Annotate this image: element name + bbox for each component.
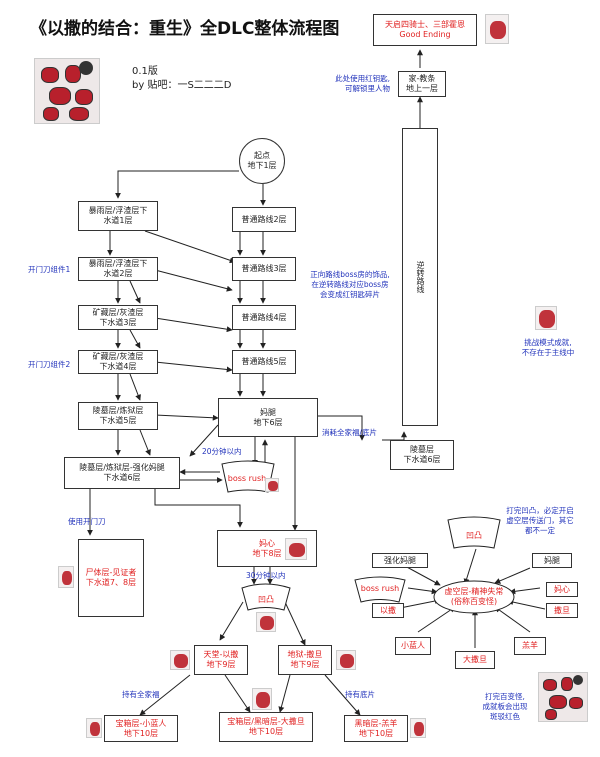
heart-icon — [285, 538, 307, 560]
node-chest-blue[interactable]: 宝箱层-小蓝人 地下10层 — [104, 715, 178, 742]
node-chest-dark[interactable]: 宝箱层/黑暗层-大撒旦 地下10层 — [219, 712, 313, 742]
node-start[interactable]: 起点 地下1层 — [239, 138, 285, 184]
label-void: 虚空层-精神失常 (俗称百变怪) — [444, 587, 504, 606]
node-normal-3[interactable]: 普通路线3层 — [232, 257, 296, 281]
node-mausoleum-6[interactable]: 陵墓层/炼狱层-强化妈腿 下水道6层 — [64, 457, 180, 489]
seal-icon-hell — [336, 650, 356, 670]
node-mines-4[interactable]: 矿藏层/灰渣层 下水道4层 — [78, 350, 158, 374]
note-bump-void: 打完凹凸，必定开启 虚空层传送门，其它 都不一定 — [506, 506, 574, 535]
note-20min: 20分钟以内 — [202, 447, 242, 456]
note-photo: 持有底片 — [345, 690, 375, 699]
node-blue-baby[interactable]: 小蓝人 — [395, 637, 431, 655]
node-mom-heart-small[interactable]: 妈心 — [546, 582, 578, 597]
boss-rush-right-fan — [354, 576, 406, 603]
node-downpour-2[interactable]: 暴雨层/浮渣层下 水道2层 — [78, 257, 158, 281]
node-dark-lamb[interactable]: 黑暗层-羔羊 地下10层 — [344, 715, 408, 742]
page-title: 《以撒的结合：重生》全DLC整体流程图 — [30, 19, 340, 39]
node-mom-6[interactable]: 妈腿 地下6层 — [218, 398, 318, 437]
seal-icon-chest-blue — [86, 718, 102, 738]
label-bump-right: 凹凸 — [466, 531, 482, 540]
node-downpour-1[interactable]: 暴雨层/浮渣层下 水道1层 — [78, 201, 158, 231]
seal-icon-challenge — [535, 306, 557, 330]
edge-start-left — [115, 170, 239, 199]
node-mines-3[interactable]: 矿藏层/灰渣层 下水道3层 — [78, 305, 158, 330]
node-home-attic[interactable]: 家-教条 地上一层 — [398, 71, 446, 97]
node-lamb[interactable]: 羔羊 — [514, 637, 546, 655]
note-family: 持有全家福 — [122, 690, 160, 699]
note-knife-2: 开门刀组件2 — [28, 360, 71, 369]
node-normal-2[interactable]: 普通路线2层 — [232, 207, 296, 232]
boss-rush-left-fan — [221, 460, 275, 493]
note-delirium: 打完百变怪, 成就板会出现 斑驳红色 — [482, 692, 528, 721]
void-ellipse — [433, 580, 515, 614]
node-normal-4[interactable]: 普通路线4层 — [232, 305, 296, 330]
note-red-key: 此处使用红钥匙, 可解锁里人物 — [335, 74, 390, 93]
node-corpse[interactable]: 尸体层-见证者 下水道7、8层 — [78, 539, 144, 617]
bump-center-fan — [241, 583, 291, 611]
node-heaven[interactable]: 天堂-以撒 地下9层 — [194, 645, 248, 675]
node-normal-5[interactable]: 普通路线5层 — [232, 350, 296, 374]
node-mega-satan[interactable]: 大撒旦 — [455, 651, 495, 669]
seal-icon-good-ending — [485, 14, 509, 44]
node-mausoleum-5[interactable]: 陵墓层/炼狱层 下水道5层 — [78, 402, 158, 430]
key-icon — [79, 61, 93, 75]
note-knife-1: 开门刀组件1 — [28, 265, 71, 274]
node-mom-heart[interactable]: 妈心 地下8层 — [217, 530, 317, 567]
version-label: 0.1版 — [132, 66, 158, 77]
seal-icon-chest-dark — [252, 688, 272, 710]
node-reverse-route[interactable]: 逆转路线 — [402, 128, 438, 426]
seal-icon-dark-lamb — [410, 718, 426, 738]
key-icon — [573, 675, 583, 685]
note-30min: 30分钟以内 — [246, 571, 286, 580]
note-consume-family: 消耗全家福/底片 — [322, 428, 378, 437]
node-satan[interactable]: 撒旦 — [546, 603, 578, 618]
bump-icon — [256, 612, 276, 632]
node-good-ending[interactable]: 天启四骑士、三部霍恩 Good Ending — [373, 14, 477, 46]
node-strong-mom-leg[interactable]: 强化妈腿 — [372, 553, 428, 568]
label-bump-center: 凹凸 — [258, 595, 274, 604]
note-boss-items: 正向路线boss房的饰品, 在逆转路线对应boss房 会变成红钥匙碎片 — [310, 270, 390, 299]
node-mom-leg[interactable]: 妈腿 — [532, 553, 572, 568]
seal-icon-heaven — [170, 650, 190, 670]
author-label: by 贴吧：一S二二二D — [132, 80, 232, 91]
seal-icon-corpse — [58, 566, 74, 588]
node-mausoleum-reverse[interactable]: 陵墓层 下水道6层 — [390, 440, 454, 470]
label-boss-rush-right: boss rush — [360, 584, 400, 593]
node-hell[interactable]: 地狱-撒旦 地下9层 — [278, 645, 332, 675]
node-isaac[interactable]: 以撒 — [372, 603, 404, 618]
chest-map-icon-small — [538, 672, 588, 722]
note-use-knife: 使用开门刀 — [68, 517, 106, 526]
chest-map-icon — [34, 58, 100, 124]
star-icon-boss-rush — [265, 478, 279, 492]
bump-right-fan — [447, 516, 501, 549]
note-challenge: 挑战模式成就, 不存在于主线中 — [521, 338, 575, 357]
label-boss-rush-left: boss rush — [227, 474, 267, 483]
